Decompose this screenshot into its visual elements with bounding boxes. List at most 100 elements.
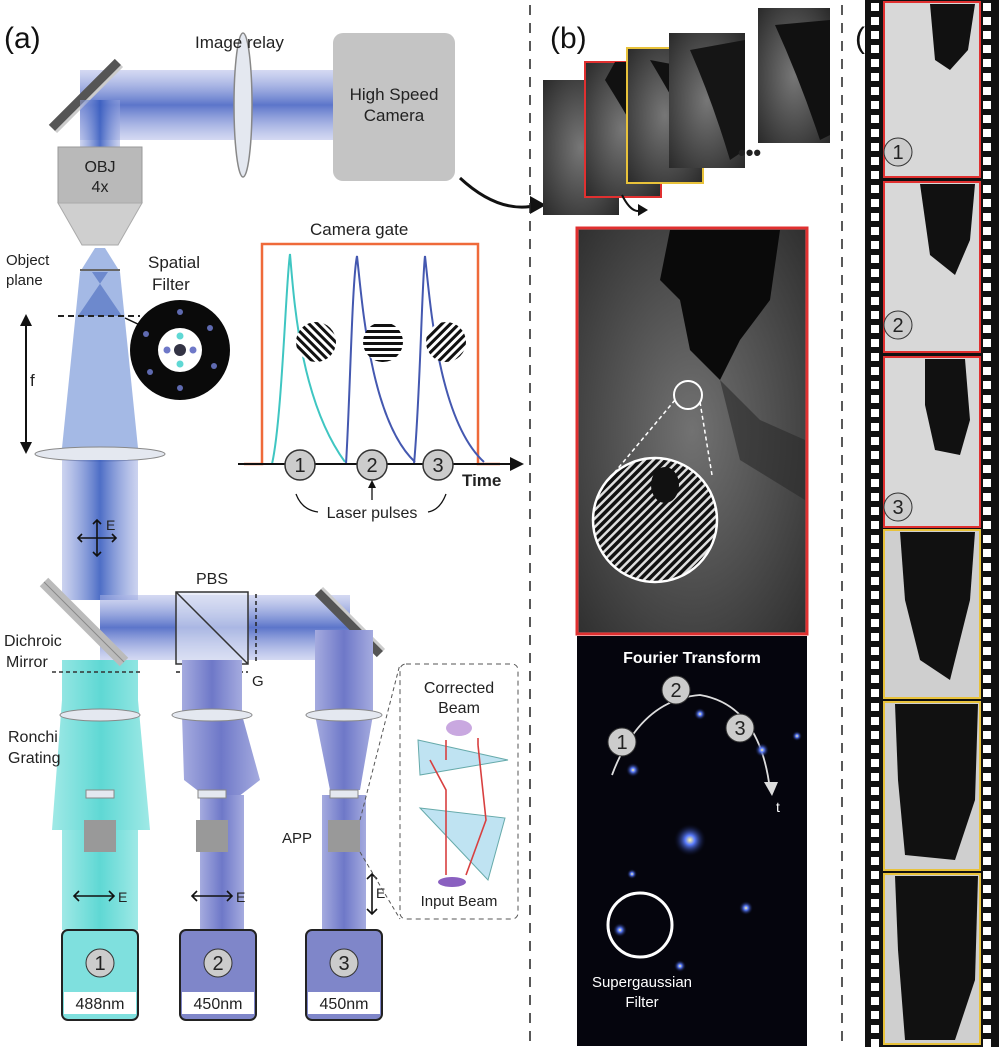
fourier-peaks — [613, 708, 802, 972]
object-plane-label-line1: Object — [6, 252, 50, 269]
app-prism-top — [417, 739, 509, 776]
spatial-filter-label-line1: Spatial — [148, 253, 200, 272]
laser3-wavelength: 450nm — [320, 996, 369, 1013]
high-speed-camera — [333, 33, 455, 181]
raw-frame-stack — [543, 8, 830, 215]
film-sprocket-left — [867, 0, 881, 1047]
laser1-lens-small — [85, 789, 115, 799]
diverging-beam-cone — [62, 248, 138, 448]
laser2-beam — [182, 660, 242, 715]
ft-order-marker-1: 1 — [607, 727, 637, 757]
film-frame-number-1: 1 — [883, 137, 913, 167]
svg-text:1: 1 — [294, 455, 305, 477]
hologram-dark-region — [660, 230, 780, 380]
svg-text:2: 2 — [892, 315, 903, 337]
cyan-beam — [52, 660, 150, 830]
film-sprocket-right — [983, 0, 997, 1047]
supergaussian-filter-ring — [606, 891, 674, 959]
ft-order-marker-3: 3 — [725, 713, 755, 743]
polarization-label-laser3: E — [376, 885, 385, 901]
pulse-marker-2: 2 — [356, 449, 388, 481]
ft-order-marker-2: 2 — [661, 675, 691, 705]
polarization-cross-arrows — [76, 518, 118, 558]
film-frame-1: 1 — [883, 1, 981, 178]
film-frame-number-3: 3 — [883, 492, 913, 522]
top-horizontal-beam — [80, 70, 340, 140]
polarization-label-laser1: E — [118, 889, 127, 905]
polarization-label-laser2: E — [236, 889, 245, 905]
laser-pulses-label: Laser pulses — [327, 505, 418, 522]
laser-1: 1 488nm — [61, 929, 139, 1021]
laser3-lens-large — [305, 708, 383, 722]
pulse-trace-1 — [271, 253, 346, 465]
input-beam-spot — [438, 877, 466, 887]
focal-length-label: f — [30, 371, 35, 390]
image-relay-label: Image relay — [195, 33, 284, 52]
dichroic-label-line2: Mirror — [6, 654, 48, 671]
supergaussian-label-line2: Filter — [625, 994, 658, 1011]
zoomed-fringe-inset — [591, 456, 719, 584]
camera-label-line2: Camera — [364, 106, 425, 125]
g-label: G — [252, 673, 264, 690]
laser1-wavelength: 488nm — [76, 996, 125, 1013]
fourier-transform-label: Fourier Transform — [623, 650, 761, 667]
film-frame-2: 2 — [883, 181, 981, 353]
corrected-beam-label-line2: Beam — [438, 700, 480, 717]
laser3-app — [328, 820, 360, 852]
ronchi-grating — [59, 708, 141, 722]
svg-text:3: 3 — [432, 455, 443, 477]
t-label: t — [776, 799, 780, 815]
polarization-arrow-laser1 — [72, 890, 116, 902]
pulse-trace-3 — [413, 255, 485, 465]
corrected-beam-spot — [446, 720, 472, 736]
film-frame-5 — [883, 701, 981, 871]
objective-label-line2: 4x — [92, 179, 109, 196]
more-frames-ellipsis: ••• — [738, 140, 761, 165]
app-inset — [399, 663, 519, 920]
panel-label-b: (b) — [550, 22, 587, 55]
input-beam-label: Input Beam — [421, 893, 498, 910]
laser3-beam — [315, 630, 373, 715]
laser3-number: 3 — [338, 953, 349, 975]
dichroic-label-line1: Dichroic — [4, 633, 62, 650]
camera-to-frames-arrow — [458, 176, 539, 209]
camera-gate-label: Camera gate — [310, 220, 408, 239]
app-label: APP — [282, 830, 312, 847]
svg-text:1: 1 — [616, 732, 627, 754]
laser-2: 2 450nm — [179, 929, 257, 1021]
laser2-lens-large — [171, 708, 253, 722]
film-frame-3: 3 — [883, 356, 981, 528]
image-relay-lens — [233, 32, 253, 178]
zoom-region-marker — [673, 380, 703, 410]
laser3-lens-small — [329, 789, 359, 799]
pulse-marker-1: 1 — [284, 449, 316, 481]
pulse-marker-3: 3 — [422, 449, 454, 481]
top-fold-mirror — [48, 58, 122, 132]
film-frame-4 — [883, 529, 981, 699]
pulse-trace-2 — [345, 255, 416, 465]
objective-label-line1: OBJ — [84, 159, 115, 176]
fringe-pattern-2 — [363, 322, 403, 362]
app-ray-paths — [429, 738, 487, 876]
polarization-arrow-laser2 — [190, 890, 234, 902]
laser-3: 3 450nm — [305, 929, 383, 1021]
laser2-app — [196, 820, 228, 852]
svg-text:2: 2 — [670, 680, 681, 702]
polarization-label-cross: E — [106, 517, 115, 533]
laser1-app — [84, 820, 116, 852]
fringe-pattern-1 — [296, 322, 336, 362]
corrected-beam-label-line1: Corrected — [424, 680, 494, 697]
laser2-wavelength: 450nm — [194, 996, 243, 1013]
supergaussian-label-line1: Supergaussian — [592, 974, 692, 991]
camera-label-line1: High Speed — [350, 85, 439, 104]
objective-lens — [57, 146, 143, 204]
spatial-filter-label-line2: Filter — [152, 275, 190, 294]
panel-label-a: (a) — [4, 22, 41, 55]
ronchi-label-line2: Grating — [8, 750, 60, 767]
object-plane-label-line2: plane — [6, 272, 43, 289]
film-frame-number-2: 2 — [883, 310, 913, 340]
film-frame-6 — [883, 873, 981, 1045]
laser2-lens-small — [197, 789, 227, 799]
collimated-beam — [62, 460, 138, 600]
